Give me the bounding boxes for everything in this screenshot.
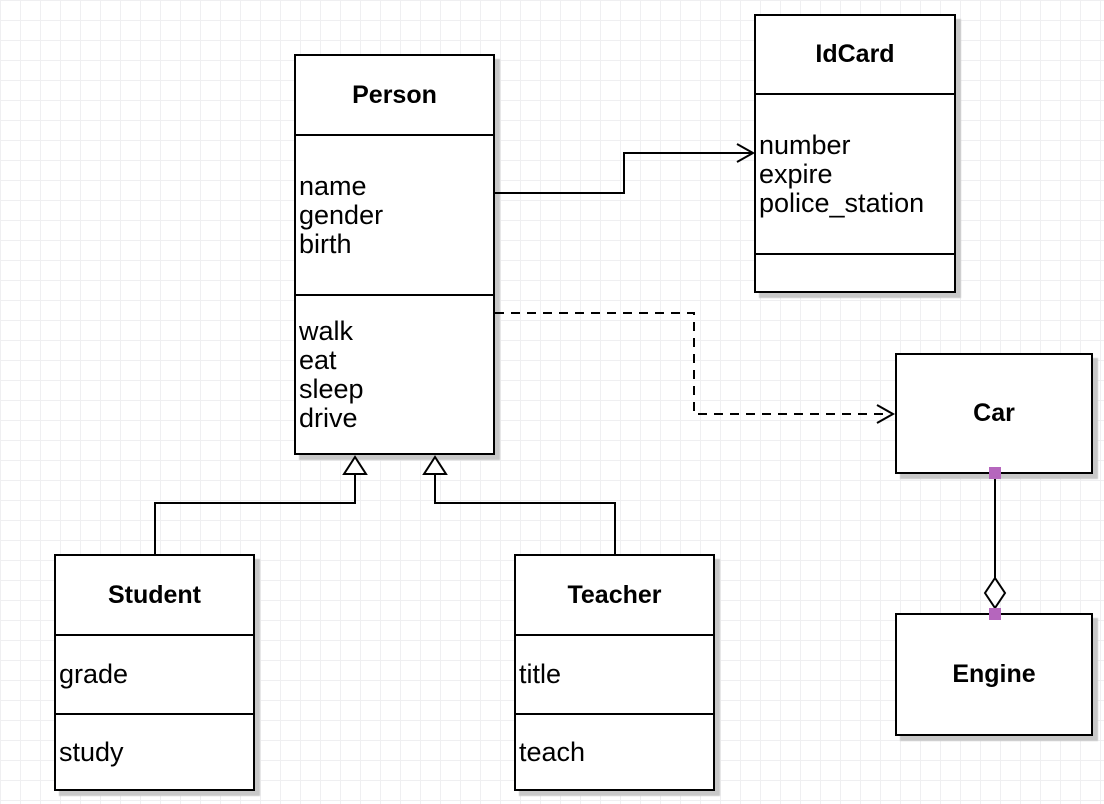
class-method: drive	[299, 402, 358, 433]
class-student-attributes: grade	[56, 636, 253, 715]
class-idcard[interactable]: IdCard number expire police_station	[754, 14, 956, 293]
class-idcard-methods	[756, 255, 954, 291]
class-engine[interactable]: Engine	[895, 613, 1093, 736]
class-student[interactable]: Student grade study	[54, 554, 255, 791]
hollow-triangle-icon	[422, 455, 448, 475]
hollow-diamond-icon	[983, 576, 1007, 610]
class-person-methods: walk eat sleep drive	[296, 296, 493, 453]
class-person-attributes: name gender birth	[296, 136, 493, 296]
edge-dependency-person-car[interactable]	[495, 312, 888, 415]
class-teacher[interactable]: Teacher title teach	[514, 554, 715, 791]
class-attribute: number	[759, 129, 851, 160]
class-person[interactable]: Person name gender birth walk eat sleep …	[294, 54, 495, 455]
edge-generalization-student-person[interactable]	[154, 474, 356, 554]
class-method: eat	[299, 344, 337, 375]
open-arrowhead-icon	[876, 404, 896, 424]
class-car-title: Car	[973, 399, 1015, 427]
class-teacher-attributes: title	[516, 636, 713, 715]
class-idcard-title: IdCard	[756, 16, 954, 95]
edge-association-person-idcard[interactable]	[495, 152, 751, 194]
class-teacher-title: Teacher	[516, 556, 713, 636]
class-teacher-methods: teach	[516, 715, 713, 789]
open-arrowhead-icon	[736, 143, 756, 163]
class-method: teach	[519, 736, 586, 767]
class-attribute: birth	[299, 228, 352, 259]
class-attribute: police_station	[759, 187, 925, 218]
class-attribute: name	[299, 170, 367, 201]
class-engine-title: Engine	[952, 660, 1036, 688]
class-person-title: Person	[296, 56, 493, 136]
class-attribute: grade	[59, 659, 129, 689]
class-method: study	[59, 736, 124, 767]
hollow-triangle-icon	[342, 455, 368, 475]
class-student-methods: study	[56, 715, 253, 789]
class-method: walk	[299, 315, 354, 346]
class-attribute: gender	[299, 199, 384, 230]
class-method: sleep	[299, 373, 364, 404]
edge-generalization-teacher-person[interactable]	[434, 474, 616, 554]
class-idcard-attributes: number expire police_station	[756, 95, 954, 255]
class-car[interactable]: Car	[895, 353, 1093, 474]
class-attribute: title	[519, 659, 562, 689]
class-attribute: expire	[759, 158, 833, 189]
class-student-title: Student	[56, 556, 253, 636]
